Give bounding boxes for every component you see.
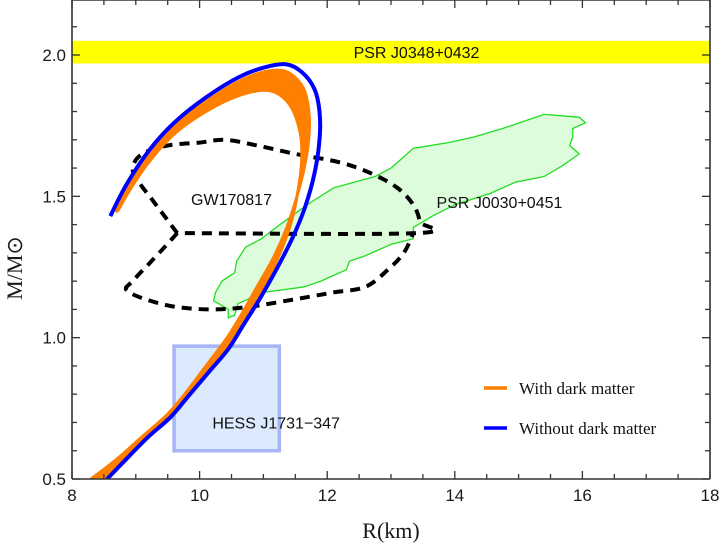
x-tick-label: 16 [573, 486, 592, 505]
region-box-hess-j1731-347 [172, 344, 282, 453]
legend-label-without-dark-matter: Without dark matter [519, 419, 657, 438]
x-tick-label: 10 [190, 486, 209, 505]
y-tick-label: 2.0 [42, 46, 66, 65]
series-line-without-dark-matter [105, 62, 323, 479]
region-label-gw170817: GW170817 [191, 192, 272, 209]
y-tick-label: 1.5 [42, 187, 66, 206]
x-axis-title: R(km) [362, 518, 419, 543]
x-tick-label: 8 [67, 486, 76, 505]
region-contour-psr-j0030-0451 [212, 113, 587, 319]
region-band-psr-j0348-0432 [72, 40, 710, 64]
region-label-psr-j0348-0432: PSR J0348+0432 [354, 45, 480, 62]
y-tick-label: 1.0 [42, 329, 66, 348]
x-tick-label: 18 [701, 486, 720, 505]
axes-layer: 8 10 12 14 16 18 0.5 1.0 1.5 2.0 [42, 0, 719, 505]
y-axis-title: M/M⊙ [2, 236, 27, 300]
region-label-psr-j0030-0451: PSR J0030+0451 [437, 195, 563, 212]
legend-label-with-dark-matter: With dark matter [519, 379, 635, 398]
region-dashed-lower-gw170817 [123, 231, 416, 312]
region-label-hess-j1731-347: HESS J1731−347 [212, 415, 340, 432]
x-tick-label: 12 [318, 486, 337, 505]
regions-layer [72, 40, 710, 453]
y-tick-label: 0.5 [42, 470, 66, 489]
series-layer [89, 62, 323, 479]
x-tick-label: 14 [445, 486, 464, 505]
